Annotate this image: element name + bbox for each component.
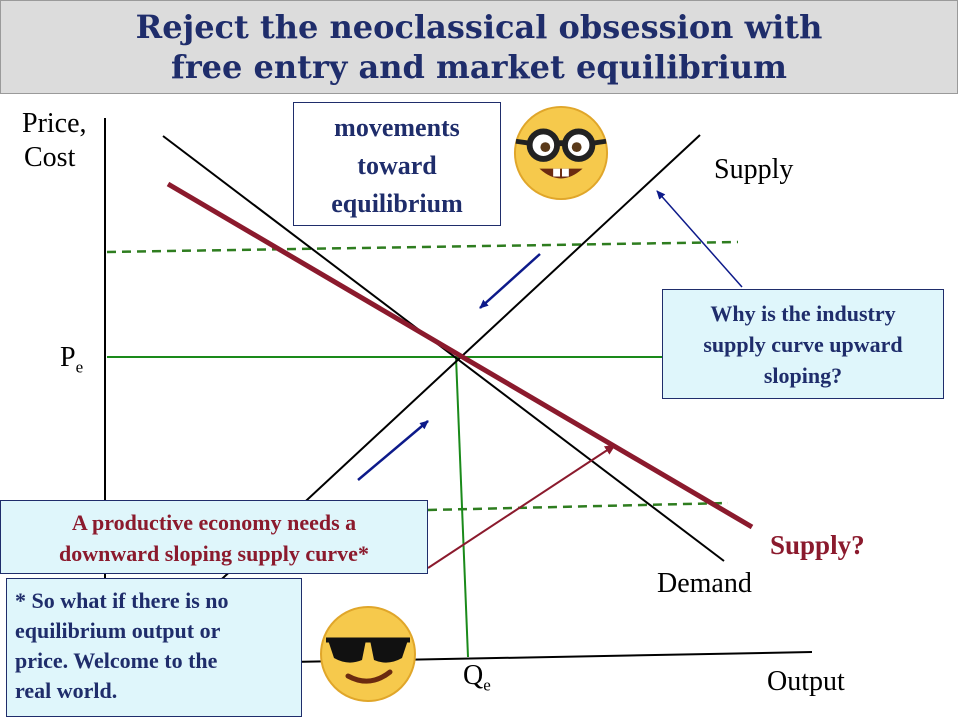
movements-line-2: toward: [357, 151, 437, 180]
movements-line-3: equilibrium: [331, 189, 463, 218]
supply-question-label: Supply?: [770, 530, 865, 560]
why-line-1: Why is the industry: [710, 301, 896, 326]
supply-label: Supply: [714, 154, 794, 185]
title-line-2: free entry and market equilibrium: [171, 48, 787, 86]
pe-label-sub: e: [75, 357, 84, 377]
productive-economy-callout: A productive economy needs a downward sl…: [0, 500, 428, 574]
y-axis-label-cost: Cost: [24, 142, 76, 173]
productive-line-1: A productive economy needs a: [71, 510, 357, 535]
upper-dashed-price-line: [106, 240, 739, 254]
nerd-face-emoji-icon: [513, 105, 609, 201]
productive-box-pointer-arrow: [427, 444, 616, 569]
movement-arrow-down-left: [479, 253, 541, 309]
title-line-1: Reject the neoclassical obsession with: [135, 8, 823, 46]
sowhat-line-4: real world.: [15, 678, 118, 703]
demand-label: Demand: [657, 568, 752, 599]
x-axis-label-output: Output: [767, 666, 845, 697]
sowhat-line-3: price. Welcome to the: [15, 648, 218, 673]
slide-title: Reject the neoclassical obsession with f…: [0, 0, 958, 94]
qe-equilibrium-quantity-line: [455, 356, 469, 658]
so-what-callout: * So what if there is no equilibrium out…: [6, 578, 302, 717]
movements-line-1: movements: [334, 113, 460, 142]
pe-label-main: P: [60, 342, 76, 373]
sunglasses-face-emoji-icon: [320, 606, 416, 702]
why-line-2: supply curve upward: [703, 332, 903, 357]
movement-arrow-up-right: [357, 420, 429, 481]
qe-label: Qe: [463, 660, 491, 696]
productive-line-2: downward sloping supply curve*: [59, 541, 369, 566]
qe-label-sub: e: [483, 675, 491, 695]
why-line-3: sloping?: [763, 363, 843, 388]
qe-label-main: Q: [463, 660, 484, 691]
pe-label: Pe: [60, 342, 83, 378]
sowhat-line-1: * So what if there is no: [15, 588, 229, 613]
movements-callout: movements toward equilibrium: [293, 102, 501, 226]
sowhat-line-2: equilibrium output or: [15, 618, 221, 643]
downward-supply-curve: [166, 181, 754, 530]
lower-dashed-cost-line: [427, 501, 729, 512]
why-box-pointer-arrow: [656, 190, 743, 288]
y-axis-label-price: Price,: [22, 108, 87, 139]
why-callout: Why is the industry supply curve upward …: [662, 289, 944, 399]
